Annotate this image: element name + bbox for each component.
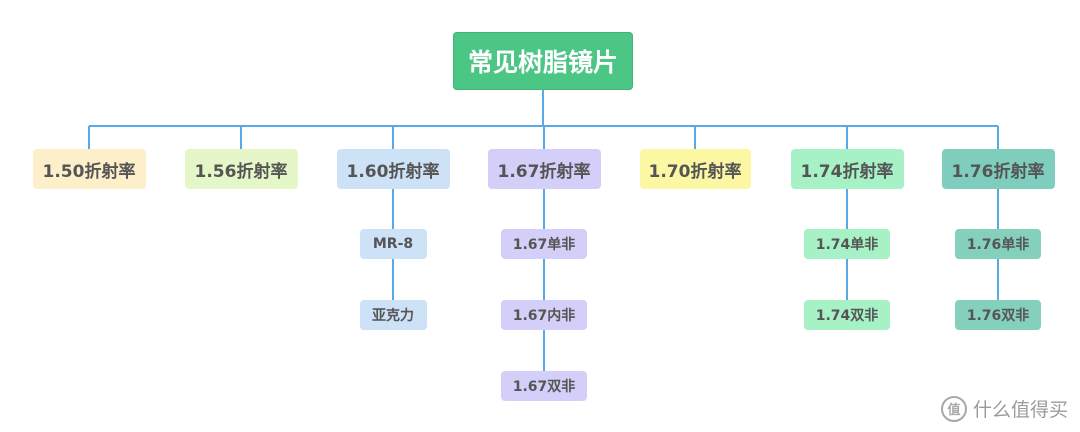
branch-node: 1.60折射率 <box>336 149 450 189</box>
leaf-node: 1.76单非 <box>955 229 1041 259</box>
leaf-node: 1.67内非 <box>501 300 587 330</box>
branch-node: 1.70折射率 <box>639 149 751 189</box>
watermark: 值 什么值得买 <box>940 395 1068 422</box>
leaf-node: 1.67双非 <box>501 371 587 401</box>
leaf-node: 1.74单非 <box>804 229 890 259</box>
watermark-logo-icon: 值 <box>940 395 967 422</box>
root-node: 常见树脂镜片 <box>453 32 633 90</box>
branch-node: 1.56折射率 <box>184 149 298 189</box>
leaf-node: MR-8 <box>359 229 427 259</box>
leaf-node: 1.76双非 <box>955 300 1041 330</box>
leaf-node: 亚克力 <box>359 300 427 330</box>
branch-node: 1.67折射率 <box>487 149 601 189</box>
watermark-text: 什么值得买 <box>972 399 1068 421</box>
leaf-node: 1.74双非 <box>804 300 890 330</box>
leaf-node: 1.67单非 <box>501 229 587 259</box>
branch-node: 1.76折射率 <box>941 149 1055 189</box>
branch-node: 1.50折射率 <box>32 149 146 189</box>
branch-node: 1.74折射率 <box>790 149 904 189</box>
